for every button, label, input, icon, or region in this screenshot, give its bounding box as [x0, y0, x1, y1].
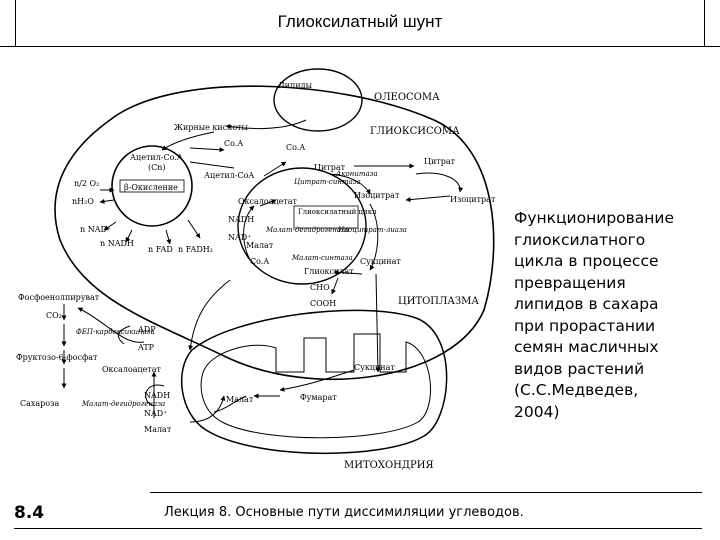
fadh2-label: n FADH₂ [178, 245, 213, 254]
lipids-label: Липиды [278, 81, 313, 90]
footer-text: Лекция 8. Основные пути диссимиляции угл… [164, 505, 524, 520]
fad-label: n FAD [148, 245, 173, 254]
coa-2-label: Co.A [286, 143, 305, 152]
malate-synthase-label: Малат-синтаза [291, 254, 353, 262]
beta-oxidation-spiral [111, 145, 193, 227]
glyoxylate-shunt-diagram: Липиды ОЛЕОСОМА Жирные кислоты ГЛИОКСИСО… [16, 68, 496, 471]
footer-top-divider [150, 492, 702, 493]
nadh-2-label: NADH [228, 215, 254, 224]
slide-title: Глиоксилатный шунт [277, 12, 443, 31]
succinate-1-label: Сукцинат [360, 257, 401, 266]
nad-3-label: NAD⁺ [144, 409, 167, 418]
title-divider [0, 46, 720, 47]
isocitrate-2-label: Изоцитрат [450, 195, 496, 204]
cho-label: CHO [310, 283, 330, 292]
caption-line: цикла в процессе [514, 252, 659, 270]
title-divider-right-tick [704, 0, 705, 46]
atp-label: ATP [137, 343, 155, 352]
caption-line: семян масличных [514, 338, 659, 356]
slide-number: 8.4 [14, 503, 45, 523]
succinate-2-label: Сукцинат [354, 363, 395, 372]
cn-label: (Cn) [148, 163, 166, 172]
beta-oxidation-label: β-Окисление [124, 183, 178, 192]
nad-1-label: n NAD⁺ [80, 225, 111, 234]
caption-line: при прорастании [514, 316, 656, 335]
acetyl-coa-2-label: Ацетил-CoA [204, 171, 254, 180]
glyoxylate-cycle-label: Глиоксилатный цикл [298, 208, 377, 216]
fructose-6p-label: Фруктозо-6-фосфат [16, 353, 98, 362]
citrate-2-label: Цитрат [424, 157, 456, 166]
oxaloacetate-2-label: Оксалоацетат [102, 365, 162, 374]
pep-carboxykinase-label: ФЕП-карбоксикиназа [76, 328, 155, 336]
coa-1-label: Co.A [224, 139, 243, 148]
isocitrate-lyase-label: Изоцитрат-лиаза [337, 226, 407, 234]
citrate-1-label: Цитрат [314, 163, 346, 172]
isocitrate-1-label: Изоцитрат [354, 191, 400, 200]
beta-oxidation-box [119, 179, 185, 193]
oxaloacetate-1-label: Оксалоацетат [238, 197, 298, 206]
fatty-acids-label: Жирные кислоты [174, 123, 249, 132]
aconitase-label: Аконитаза [335, 170, 378, 178]
cytoplasm-label: ЦИТОПЛАЗМА [398, 296, 479, 307]
title-divider-left-tick [15, 0, 16, 46]
citrate-synthase-label: Цитрат-синтаза [294, 178, 361, 186]
glyoxylate-cycle-box [293, 205, 359, 229]
pep-label: Фосфоенолпируват [18, 293, 100, 302]
malate-dehydrogenase-2-label: Малат-дегидрогеназа [81, 400, 165, 408]
caption-line: Функционирование [514, 209, 675, 227]
mitochondrion-label: МИТОХОНДРИЯ [344, 460, 434, 471]
glyoxysome-membrane [54, 85, 495, 380]
malate-2-label: Малат [144, 425, 172, 434]
acetyl-coa-1-label: Ацетил-Co.A [130, 153, 183, 162]
oleosome-label: ОЛЕОСОМА [374, 92, 440, 103]
malate-1-label: Малат [246, 241, 274, 250]
slide-caption: Функционирование глиоксилатного цикла в … [514, 208, 714, 423]
caption-line: видов растений [514, 359, 645, 378]
cooh-label: COOH [310, 299, 336, 308]
h2o-label: nH₂O [72, 197, 94, 206]
mitochondrion-inner-membrane [200, 333, 431, 439]
nad-2-label: NAD⁺ [228, 233, 251, 242]
caption-line: глиоксилатного [514, 230, 646, 249]
co2-label: CO₂ [46, 311, 62, 320]
fumarate-label: Фумарат [300, 393, 337, 402]
mitochondrion-outer-membrane [180, 309, 448, 454]
glyoxylate-label: Глиоксилат [304, 267, 354, 276]
oleosome-membrane [273, 68, 363, 132]
sucrose-label: Сахароза [20, 399, 59, 408]
coa-3-label: Co.A [250, 257, 269, 266]
caption-line: 2004) [514, 402, 560, 421]
nadh-1-label: n NADH [100, 239, 134, 248]
caption-line: липидов в сахара [514, 295, 659, 313]
adp-label: ADP [137, 325, 156, 334]
nadh-3-label: NADH [144, 391, 170, 400]
o2-label: n/2 O₂ [74, 179, 99, 188]
malate-3-label: Малат [226, 395, 254, 404]
glyoxylate-cycle-loop [237, 167, 367, 285]
caption-line: превращения [514, 273, 626, 292]
malate-dehydrogenase-1-label: Малат-дегидрогеназа [265, 226, 349, 234]
footer-bottom-divider [14, 528, 702, 529]
glyoxysome-label: ГЛИОКСИСОМА [370, 126, 460, 137]
caption-line: (С.С.Медведев, [514, 381, 639, 399]
